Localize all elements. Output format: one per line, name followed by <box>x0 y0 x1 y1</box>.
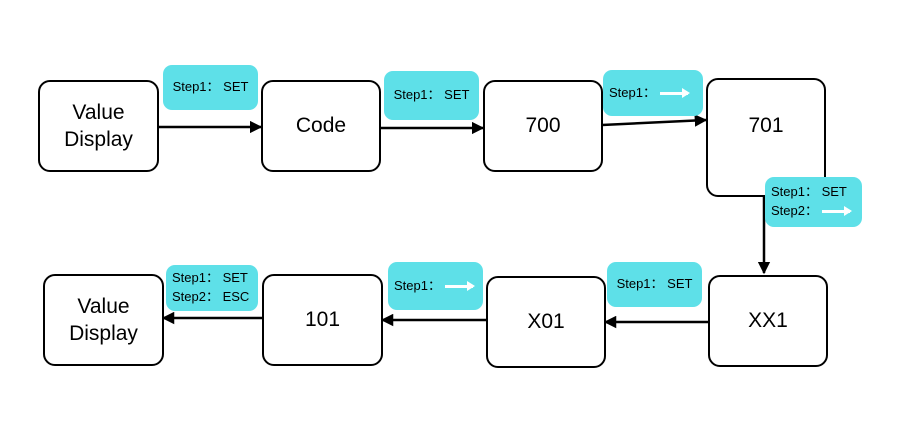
right-arrow-icon <box>821 205 852 216</box>
step-tag-1: Step1： SET <box>163 65 258 110</box>
step1-text: Step1： SET <box>172 270 248 286</box>
step1-text: Step1： SET <box>172 79 249 95</box>
node-label: X01 <box>527 310 565 334</box>
node-label: 700 <box>525 114 561 138</box>
right-arrow-icon <box>444 280 475 291</box>
step-tag-4: Step1： SET Step2： <box>765 177 862 227</box>
right-arrow-icon <box>659 87 690 98</box>
connector-700-to-701 <box>601 114 708 127</box>
step1-text: Step1： SET <box>393 87 470 103</box>
step1-text: Step1： SET <box>616 276 693 292</box>
step1-text: Step1： <box>394 277 441 293</box>
node-value-display-bottom: Value Display <box>43 274 164 366</box>
node-xx1: XX1 <box>708 275 828 367</box>
node-label: 101 <box>304 308 341 332</box>
step-tag-6: Step1： <box>388 262 483 310</box>
step1-text: Step1： <box>609 84 656 100</box>
node-label: XX1 <box>748 309 788 333</box>
node-label: Value Display <box>69 294 138 345</box>
node-700: 700 <box>483 80 603 172</box>
node-x01: X01 <box>486 276 606 368</box>
node-label: 701 <box>748 113 784 137</box>
step-tag-3: Step1： <box>603 70 703 116</box>
node-label: Code <box>295 114 347 138</box>
step-tag-5: Step1： SET <box>607 262 702 307</box>
node-code: Code <box>261 80 381 172</box>
step2-text: Step2： <box>771 203 818 218</box>
step2-text: Step2： ESC <box>172 289 250 304</box>
step-tag-2: Step1： SET <box>384 71 479 120</box>
step1-text: Step1： SET <box>771 184 847 200</box>
node-101: 101 <box>262 274 383 366</box>
node-label: Value Display <box>64 100 133 151</box>
node-value-display-top: Value Display <box>38 80 159 172</box>
step-tag-7: Step1： SET Step2： ESC <box>166 265 258 311</box>
